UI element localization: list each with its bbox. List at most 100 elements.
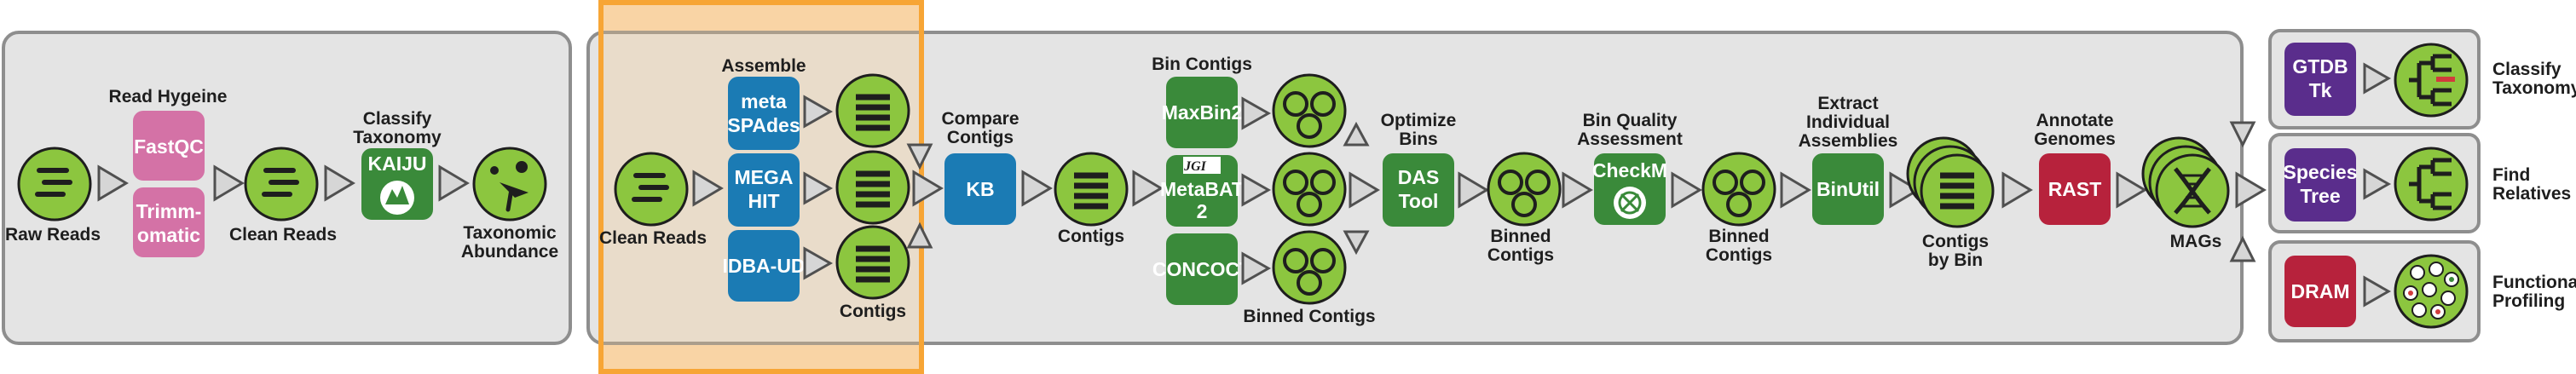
arrow-binutil-to-contigsbybin (1889, 171, 1920, 209)
metabat2-label-1: MetaBAT (1160, 178, 1244, 200)
arrow-kb-to-contigs (1021, 170, 1053, 207)
gtdbtk-label-2: Tk (2309, 79, 2332, 101)
dram-button[interactable]: DRAM (2284, 256, 2356, 327)
raw-reads-label: Raw Reads (5, 225, 101, 245)
compare-contigs-label-1: Compare (941, 109, 1019, 129)
metaspades-button[interactable]: meta SPAdes (727, 77, 800, 150)
arrow-down-contigs-to-kb (906, 222, 933, 249)
rast-label: RAST (2048, 178, 2102, 200)
binned-contigs-node-maxbin (1272, 73, 1347, 148)
arrow-rast-to-mags (2116, 171, 2147, 209)
dram-label: DRAM (2291, 280, 2350, 302)
arrow-mid-contigs-to-kb (912, 170, 944, 207)
species-tree-label-2: Tree (2300, 185, 2340, 207)
fastqc-button[interactable]: FastQC (133, 111, 205, 181)
binned-contigs-2-label-2: Contigs (1706, 245, 1772, 265)
contigs-node-combined (1054, 152, 1129, 227)
arrow-gtdbtk (2363, 62, 2392, 95)
arrow-metaspades-to-contigs (803, 95, 834, 129)
arrow-raw-to-qc (97, 164, 129, 202)
trimmomatic-button[interactable]: Trimm- omatic (133, 187, 205, 257)
contigs-by-bin-label-2: by Bin (1928, 250, 1983, 270)
arrow-kaiju-to-abundance (438, 164, 470, 202)
contigs-node-megahit (835, 150, 910, 225)
read-hygeine-label: Read Hygeine (109, 87, 228, 106)
arrow-mid-bins-to-das (1349, 171, 1380, 209)
binned-contigs-node-metabat (1272, 152, 1347, 227)
compare-contigs-label-2: Contigs (947, 128, 1014, 147)
mags-node (2141, 136, 2230, 228)
maxbin2-button[interactable]: MaxBin2 (1162, 77, 1243, 148)
arrow-metabat-to-bins (1241, 173, 1272, 207)
species-tree-button[interactable]: Species Tree (2284, 148, 2358, 222)
concoct-label: CONCOCT (1152, 258, 1251, 280)
checkm-button[interactable]: CheckM (1592, 153, 1667, 225)
arrow-binned-to-binutil (1780, 171, 1811, 209)
contigs-node-metaspades (835, 73, 910, 148)
rast-button[interactable]: RAST (2039, 153, 2111, 225)
binned-contigs-2-label-1: Binned (1708, 227, 1769, 246)
taxonomy-tree-node (2394, 43, 2469, 118)
functional-profiling-label-1: Functional (2492, 273, 2576, 292)
binned-contigs-node-das (1487, 152, 1562, 227)
binned-contigs-1-label-1: Binned (1490, 227, 1551, 246)
extract-assemblies-label-1: Extract (1817, 94, 1878, 113)
megahit-label-2: HIT (748, 190, 779, 212)
arrow-mags-up (2229, 121, 2256, 148)
maxbin2-label: MaxBin2 (1162, 101, 1243, 124)
metaspades-label-1: meta (741, 90, 787, 112)
gtdbtk-button[interactable]: GTDB Tk (2284, 43, 2356, 116)
extract-assemblies-label-3: Assemblies (1799, 131, 1898, 151)
arrow-binned-to-checkm (1562, 171, 1593, 209)
kaiju-label: KAIJU (367, 152, 426, 175)
contigs-by-bin-node (1906, 136, 1995, 228)
arrow-megahit-to-contigs (803, 171, 834, 205)
arrow-maxbin-to-bins (1241, 96, 1272, 130)
find-relatives-label-2: Relatives (2492, 184, 2571, 204)
arrow-clean-to-kaiju (324, 164, 355, 202)
binned-contigs-1-label-2: Contigs (1487, 245, 1554, 265)
trimmomatic-label-2: omatic (137, 224, 200, 246)
binned-contigs-node-concoct (1272, 230, 1347, 305)
species-tree-label-1: Species (2284, 161, 2358, 183)
dna-icon (2174, 167, 2211, 215)
arrow-contigsbybin-to-rast (2001, 171, 2033, 209)
arrow-mags-down (2229, 235, 2256, 262)
kb-button[interactable]: KB (944, 153, 1016, 225)
concoct-button[interactable]: CONCOCT (1152, 233, 1251, 305)
clean-reads-node-2 (614, 152, 689, 227)
raw-reads-node (17, 147, 92, 222)
clean-reads-label-2: Clean Reads (599, 228, 707, 248)
contigs-label: Contigs (1058, 227, 1124, 246)
find-relatives-label-1: Find (2492, 165, 2530, 185)
contigs-assembly-label: Contigs (840, 302, 906, 321)
functional-profile-node (2394, 254, 2469, 329)
megahit-label-1: MEGA (735, 166, 794, 188)
das-tool-button[interactable]: DAS Tool (1383, 153, 1454, 227)
clean-reads-node-1 (244, 147, 319, 222)
idba-ud-button[interactable]: IDBA-UD (722, 230, 806, 302)
annotate-genomes-label-1: Annotate (2036, 111, 2114, 130)
contigs-by-bin-label-1: Contigs (1922, 232, 1989, 251)
taxonomic-abundance-node (472, 147, 547, 222)
classify-taxonomy-label-1: Classify (363, 109, 432, 129)
idba-ud-label: IDBA-UD (722, 255, 805, 277)
tree-icon (2409, 54, 2452, 106)
das-tool-label-1: DAS (1398, 166, 1440, 188)
kaiju-button[interactable]: KAIJU (361, 148, 433, 220)
jgi-logo-icon (1183, 157, 1221, 174)
arrow-mags-right (2235, 171, 2267, 209)
metabat2-label-2: 2 (1197, 200, 1208, 222)
arrow-contigs-to-binners (1132, 170, 1164, 207)
mags-label: MAGs (2170, 232, 2222, 251)
arrow-idba-to-contigs (803, 246, 834, 280)
megahit-button[interactable]: MEGA HIT (728, 153, 800, 227)
binutil-button[interactable]: BinUtil (1812, 153, 1884, 225)
extract-assemblies-label-2: Individual (1806, 112, 1890, 132)
arrow-dram (2363, 275, 2392, 308)
classify-taxonomy-p3-label-2: Taxonomy (2492, 78, 2576, 98)
metabat2-button[interactable]: JGI MetaBAT 2 (1160, 155, 1244, 227)
contigs-node-idba (835, 225, 910, 300)
jgi-label: JGI (1183, 159, 1207, 174)
